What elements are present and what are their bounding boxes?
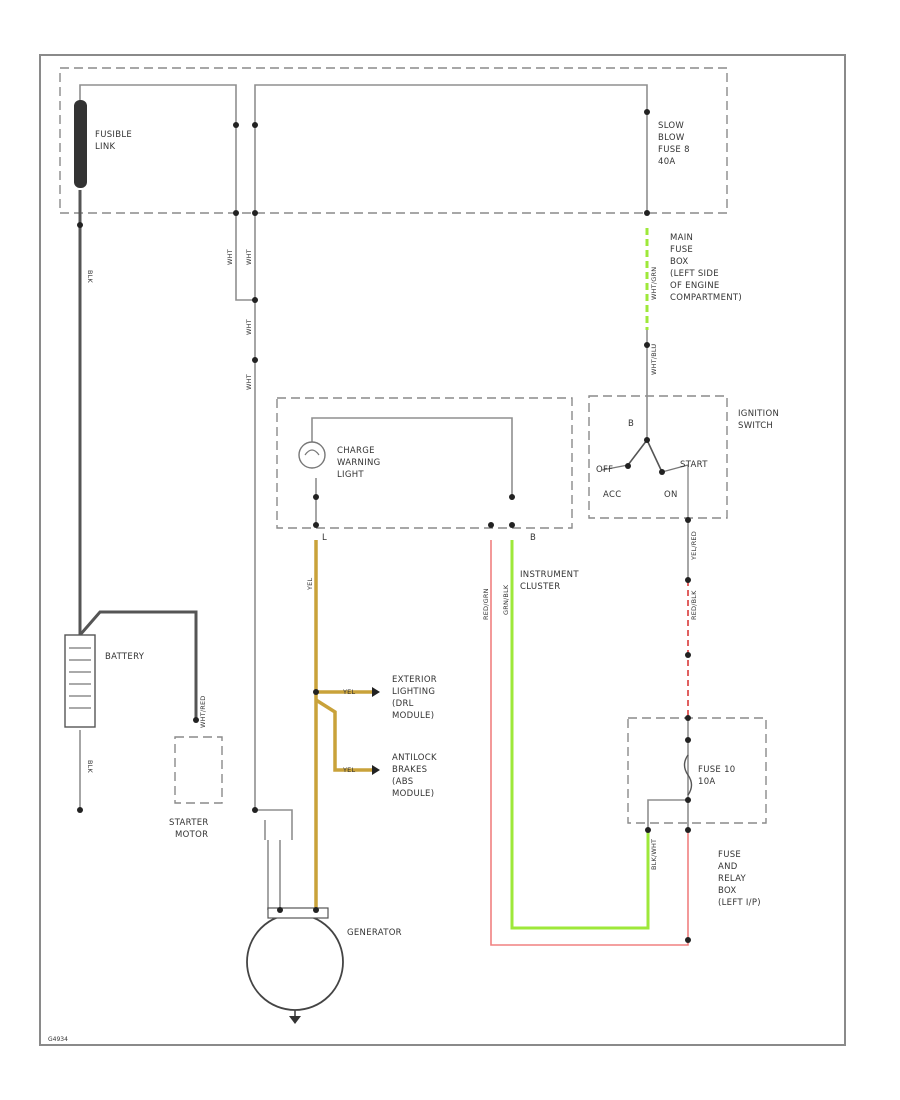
switch-off-label: OFF	[596, 465, 613, 475]
charge-warning-light-label: CHARGE WARNING LIGHT	[337, 446, 384, 480]
wire-label-grn-blk: GRN/BLK	[502, 584, 510, 615]
wire-label-blk-b: BLK	[86, 760, 94, 773]
switch-acc-label: ACC	[603, 490, 621, 500]
connector-dots	[77, 109, 691, 943]
grn-wire-cluster	[510, 540, 650, 930]
arrow-exterior-lighting	[372, 687, 380, 697]
fusible-link-symbol	[74, 100, 87, 188]
fuse-10-label: FUSE 10 10A	[698, 765, 739, 787]
wire-label-blk-wht: BLK/WHT	[650, 839, 658, 870]
battery-symbol	[64, 634, 96, 728]
battery-label: BATTERY	[105, 652, 145, 662]
cluster-terminal-l-label: L	[322, 533, 327, 543]
underhood-fuse-relay-box-outline	[59, 67, 728, 214]
generator-label: GENERATOR	[347, 928, 402, 938]
diagram-frame	[39, 54, 846, 1046]
wire-label-yel-red: YEL/RED	[690, 531, 698, 561]
wire-label-wht-d: WHT	[245, 374, 253, 390]
fuse-box-internal-wire	[647, 718, 689, 830]
cluster-internal-wire	[311, 417, 513, 500]
arrow-antilock-brakes	[372, 765, 380, 775]
wire-label-red-blk: RED/BLK	[690, 590, 698, 620]
fuse-relay-box-label: FUSE AND RELAY BOX (LEFT I/P)	[718, 850, 761, 908]
starter-motor-label: STARTER MOTOR	[169, 818, 212, 840]
wire-label-yel-c: YEL	[342, 766, 355, 774]
exterior-lighting-label: EXTERIOR LIGHTING (DRL MODULE)	[392, 675, 440, 721]
wire-label-wht-blu: WHT/BLU	[650, 344, 658, 375]
wire-label-wht-a: WHT	[226, 249, 234, 265]
wht-wire-generator-a	[264, 820, 281, 910]
cluster-terminal-b-label: B	[530, 533, 536, 543]
top-bus-wire	[79, 84, 648, 213]
ignition-switch-contacts	[601, 439, 689, 520]
wire-label-wht-grn: WHT/GRN	[650, 267, 658, 300]
switch-start-label: START	[680, 460, 708, 470]
fuse-relay-box-outline	[627, 717, 767, 824]
charge-warning-lamp-symbol	[298, 441, 326, 469]
instrument-cluster-label: INSTRUMENT CLUSTER	[520, 570, 582, 592]
wire-label-wht-c: WHT	[245, 319, 253, 335]
switch-terminal-b-label: B	[628, 419, 634, 429]
slow-blow-fuse-label: SLOW BLOW FUSE 8 40A	[658, 121, 693, 167]
wire-label-wht-b: WHT	[245, 249, 253, 265]
fuse-10-symbol	[683, 754, 693, 796]
instrument-cluster-box-outline	[276, 397, 573, 529]
main-fuse-box-label: MAIN FUSE BOX (LEFT SIDE OF ENGINE COMPA…	[670, 233, 742, 303]
wire-label-yel-b: YEL	[342, 688, 355, 696]
wht-wire-a	[235, 213, 255, 301]
ignition-switch-box-outline	[588, 395, 728, 519]
starter-motor-box-outline	[174, 736, 223, 804]
switch-on-label: ON	[664, 490, 678, 500]
wht-wire-b	[254, 213, 293, 840]
figure-id-label: G4934	[48, 1036, 68, 1043]
wire-label-yel-a: YEL	[306, 578, 314, 591]
wire-label-wht-red: WHT/RED	[199, 695, 207, 728]
battery-starter-cable	[78, 610, 198, 720]
yel-wire-abs	[315, 698, 372, 772]
antilock-brakes-label: ANTILOCK BRAKES (ABS MODULE)	[392, 753, 440, 799]
wire-label-blk-a: BLK	[86, 270, 94, 283]
red-wire-cluster	[490, 540, 689, 946]
wire-label-red-grn: RED/GRN	[482, 588, 490, 620]
generator-symbol	[246, 907, 344, 1024]
fusible-link-label: FUSIBLE LINK	[95, 130, 135, 152]
ignition-switch-label: IGNITION SWITCH	[738, 409, 782, 431]
